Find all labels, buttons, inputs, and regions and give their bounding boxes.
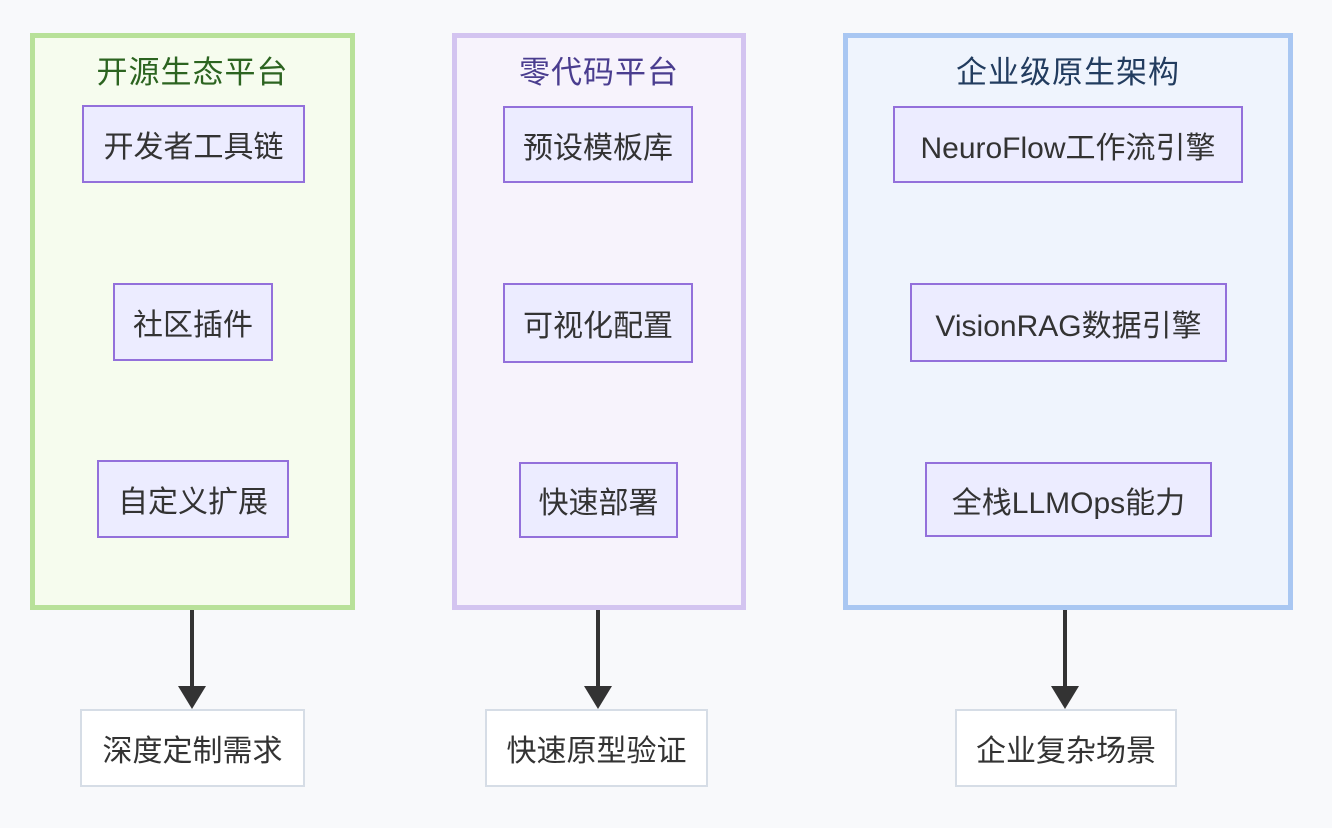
arrow-shaft (190, 610, 194, 688)
arrow-head-icon (178, 686, 206, 709)
node-fullstack-llmops-capability: 全栈LLMOps能力 (925, 462, 1212, 537)
arrow-shaft (1063, 610, 1067, 688)
result-enterprise-complex-scenarios: 企业复杂场景 (955, 709, 1177, 787)
node-custom-extensions: 自定义扩展 (97, 460, 289, 538)
node-neuroflow-workflow-engine: NeuroFlow工作流引擎 (893, 106, 1243, 183)
arrow-shaft (596, 610, 600, 688)
arrow-open-source-to-result (178, 610, 206, 709)
node-rapid-deployment: 快速部署 (519, 462, 678, 538)
arrow-head-icon (584, 686, 612, 709)
result-deep-customization-needs: 深度定制需求 (80, 709, 305, 787)
arrow-head-icon (1051, 686, 1079, 709)
node-visual-configuration: 可视化配置 (503, 283, 693, 363)
cluster-title-open-source: 开源生态平台 (96, 55, 289, 90)
arrow-zero-code-to-result (584, 610, 612, 709)
node-developer-toolchain: 开发者工具链 (82, 105, 305, 183)
node-preset-template-library: 预设模板库 (503, 106, 693, 183)
node-visionrag-data-engine: VisionRAG数据引擎 (910, 283, 1227, 362)
arrow-enterprise-to-result (1051, 610, 1079, 709)
cluster-title-zero-code: 零代码平台 (519, 55, 679, 90)
result-rapid-prototype-validation: 快速原型验证 (485, 709, 708, 787)
cluster-title-enterprise: 企业级原生架构 (956, 55, 1180, 90)
node-community-plugins: 社区插件 (113, 283, 273, 361)
